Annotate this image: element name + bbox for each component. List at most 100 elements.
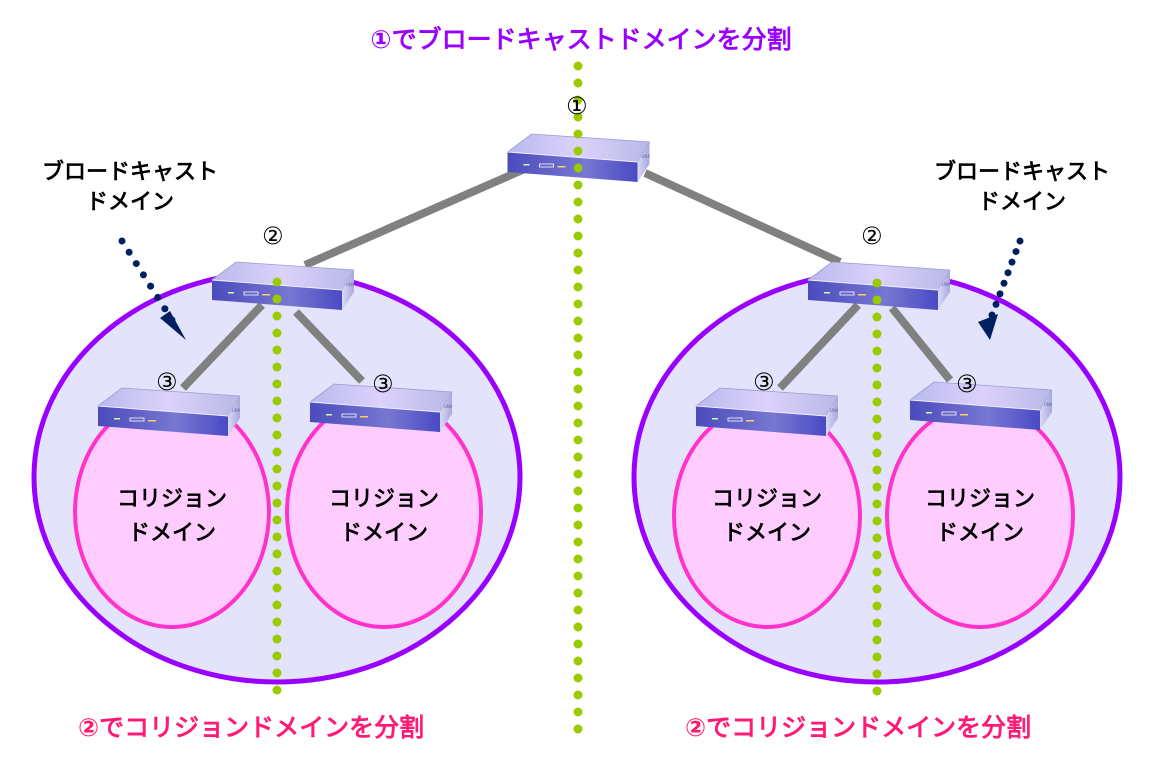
divider-dot — [272, 430, 282, 440]
divider-dot — [272, 583, 282, 593]
divider-dot — [272, 566, 282, 576]
divider-dot — [573, 129, 583, 139]
divider-dot — [573, 571, 583, 581]
switch-3-left-b-number: ③ — [372, 370, 394, 398]
divider-dot — [573, 384, 583, 394]
divider-dot — [573, 588, 583, 598]
divider-dot — [272, 532, 282, 542]
collision-label-line-2: ドメイン — [722, 521, 811, 546]
arrow-dot — [1016, 237, 1024, 245]
divider-dot — [872, 601, 882, 611]
collision-label-line-1: コリジョン — [924, 487, 1035, 512]
divider-dot — [872, 414, 882, 424]
divider-dot — [872, 533, 882, 543]
divider-dot — [573, 724, 583, 734]
divider-dot — [272, 345, 282, 355]
divider-dot — [573, 78, 583, 88]
arrow-right — [978, 237, 1024, 340]
switch-3-left-a-number: ③ — [156, 368, 178, 396]
divider-dot — [573, 282, 583, 292]
divider-dot — [573, 656, 583, 666]
divider-dot — [872, 448, 882, 458]
arrow-dot — [1000, 279, 1008, 287]
divider-dot — [573, 622, 583, 632]
divider-dot — [272, 447, 282, 457]
arrow-dot — [147, 282, 155, 290]
divider-dot — [872, 346, 882, 356]
divider-dot — [573, 350, 583, 360]
divider-dot — [872, 499, 882, 509]
divider-dot — [272, 328, 282, 338]
arrow-dot — [125, 248, 133, 256]
divider-dot — [573, 673, 583, 683]
divider-dot — [272, 413, 282, 423]
divider-dot — [573, 95, 583, 105]
divider-dot — [573, 316, 583, 326]
divider-dot — [573, 367, 583, 377]
divider-dot — [573, 503, 583, 513]
divider-dot — [573, 61, 583, 71]
cable-top-left — [303, 164, 529, 269]
divider-dot — [872, 686, 882, 696]
arrow-head-icon — [978, 314, 998, 340]
divider-dot — [872, 363, 882, 373]
switch-2-left-number: ② — [262, 222, 284, 250]
caption-left: ②でコリジョンドメインを分割 — [78, 713, 425, 742]
divider-lines — [272, 61, 882, 734]
divider-dot — [872, 584, 882, 594]
broadcast-label-line-1: ブロードキャスト — [933, 160, 1110, 185]
divider-dot — [872, 669, 882, 679]
broadcast-domain-label-right: ブロードキャスト ドメイン — [922, 158, 1122, 218]
collision-domain-label-left-b: コリジョン ドメイン — [304, 483, 464, 551]
divider-dot — [872, 329, 882, 339]
caption-right: ②でコリジョンドメインを分割 — [685, 713, 1032, 742]
divider-dot — [272, 617, 282, 627]
divider-dot — [272, 498, 282, 508]
divider-dot — [272, 464, 282, 474]
collision-domain-label-left-a: コリジョン ドメイン — [92, 483, 252, 551]
divider-dot — [272, 549, 282, 559]
collision-label-line-2: ドメイン — [339, 521, 428, 546]
arrow-dot — [1012, 248, 1020, 256]
divider-dot — [573, 112, 583, 122]
divider-dot — [272, 362, 282, 372]
switch-3-right-b-number: ③ — [956, 370, 978, 398]
broadcast-domain-label-left: ブロードキャスト ドメイン — [30, 158, 230, 218]
collision-label-line-1: コリジョン — [328, 487, 439, 512]
divider-dot — [272, 277, 282, 287]
divider-dot — [573, 197, 583, 207]
divider-dot — [573, 180, 583, 190]
divider-dot — [573, 452, 583, 462]
divider-dot — [872, 431, 882, 441]
divider-dot — [272, 294, 282, 304]
divider-dot — [872, 295, 882, 305]
divider-dot — [573, 554, 583, 564]
divider-dot — [872, 380, 882, 390]
divider-right — [872, 278, 882, 696]
divider-center — [573, 61, 583, 734]
divider-dot — [272, 600, 282, 610]
divider-dot — [573, 690, 583, 700]
divider-dot — [573, 469, 583, 479]
divider-dot — [573, 605, 583, 615]
divider-dot — [573, 299, 583, 309]
arrow-dot — [139, 271, 147, 279]
broadcast-arrows — [118, 237, 1024, 340]
divider-dot — [872, 482, 882, 492]
divider-dot — [272, 634, 282, 644]
switch-2-right-number: ② — [861, 222, 883, 250]
divider-dot — [272, 651, 282, 661]
divider-dot — [272, 668, 282, 678]
collision-domain-label-right-b: コリジョン ドメイン — [900, 483, 1060, 551]
switch-1-number: ① — [566, 92, 588, 120]
divider-dot — [573, 231, 583, 241]
collision-label-line-2: ドメイン — [127, 521, 216, 546]
divider-dot — [573, 707, 583, 717]
arrow-dot — [154, 293, 162, 301]
divider-dot — [872, 278, 882, 288]
divider-dot — [573, 214, 583, 224]
divider-dot — [872, 618, 882, 628]
switch-3-right-a-number: ③ — [753, 368, 775, 396]
diagram-title: ①でブロードキャストドメインを分割 — [370, 25, 792, 54]
cable-left-to-a — [180, 302, 265, 391]
